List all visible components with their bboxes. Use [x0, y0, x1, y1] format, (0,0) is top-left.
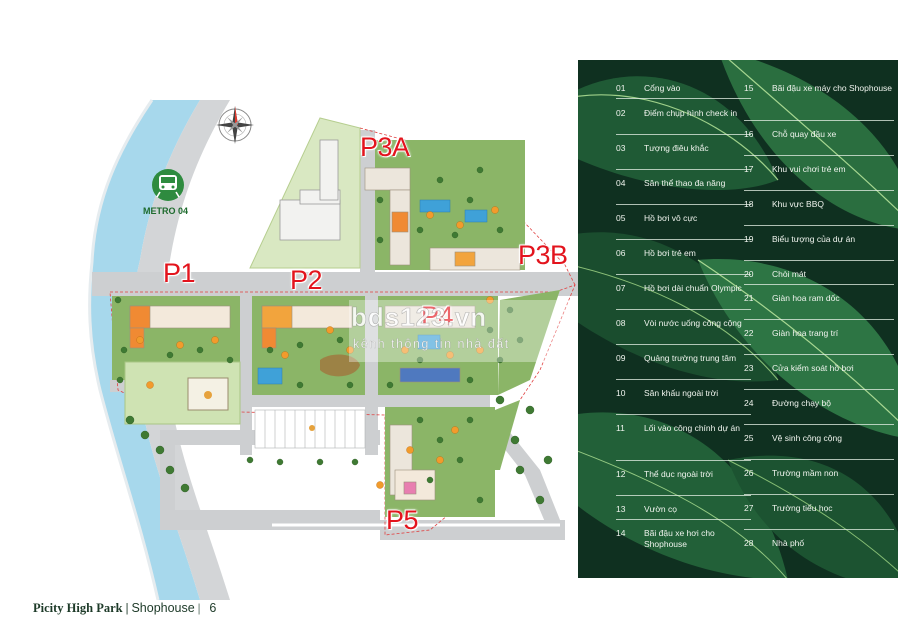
phase-label-p4: P4	[421, 301, 454, 331]
phase-label-p5: P5	[386, 505, 419, 535]
footer-separator: |	[125, 600, 129, 615]
site-boundary	[109, 284, 576, 536]
page-footer: Picity High Park | Shophouse | 6	[33, 600, 216, 620]
phase-label-p3a: P3A	[360, 132, 410, 162]
phase-label-p3b: P3B	[518, 240, 568, 270]
metro-icon	[152, 169, 184, 201]
watermark-site: bds123.vn	[351, 302, 488, 333]
phase-label-p1: P1	[163, 258, 196, 288]
river	[89, 100, 200, 600]
road-west	[132, 100, 230, 600]
page-separator: |	[197, 600, 201, 615]
page-number: 6	[209, 601, 217, 615]
site-plan-drawing: METRO 04	[88, 99, 580, 601]
watermark-tagline: kênh thông tin nhà đất	[353, 337, 510, 351]
metro-label: METRO 04	[143, 206, 188, 216]
site-plan-map: METRO 04 P3A P3B P1 P2 P4 P5	[88, 99, 580, 601]
watermark: bds123.vn kênh thông tin nhà đất	[349, 300, 580, 362]
leaf-background	[578, 60, 898, 578]
brand-name: Picity High Park	[33, 601, 123, 615]
section-name: Shophouse	[131, 601, 195, 615]
compass-icon	[216, 106, 254, 144]
phase-label-p2: P2	[290, 265, 323, 295]
road-south	[160, 430, 565, 540]
road-main	[92, 272, 580, 296]
